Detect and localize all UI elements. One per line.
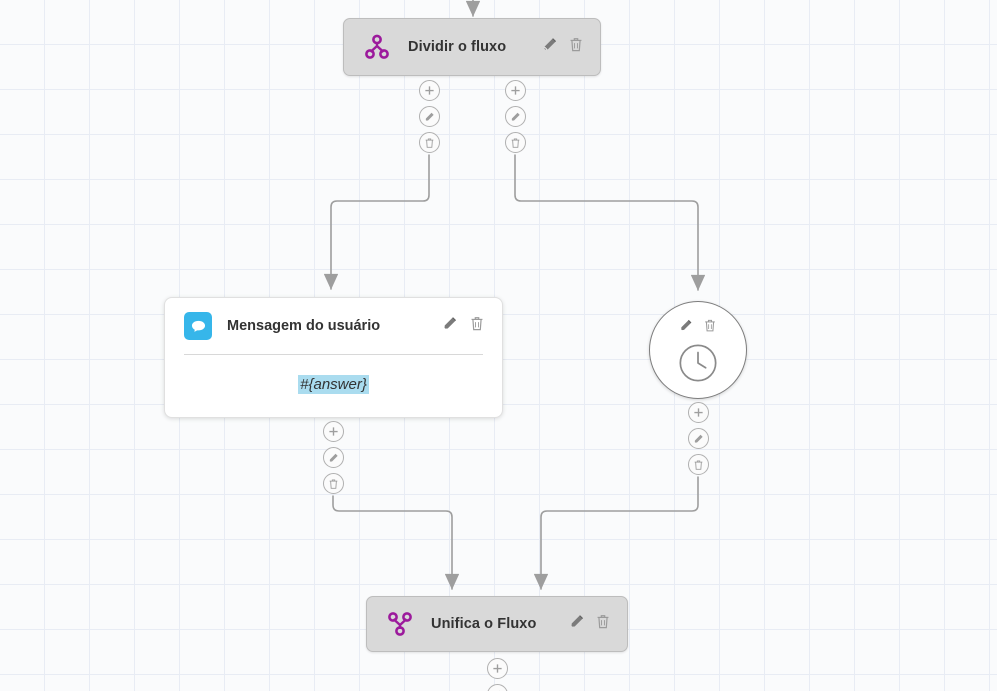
add-icon[interactable] — [487, 658, 508, 679]
clock-icon — [677, 342, 719, 389]
add-icon[interactable] — [323, 421, 344, 442]
node-title: Mensagem do usuário — [227, 318, 381, 334]
edit-icon[interactable] — [542, 36, 559, 58]
node-timer[interactable] — [649, 301, 747, 399]
node-title: Unifica o Fluxo — [431, 616, 537, 632]
edit-icon[interactable] — [442, 315, 459, 337]
merge-branch-icon — [385, 609, 415, 639]
node-actions — [542, 36, 584, 58]
edit-icon[interactable] — [505, 106, 526, 127]
edit-icon[interactable] — [569, 613, 586, 635]
delete-icon[interactable] — [595, 613, 611, 635]
edge-timer-to-merge — [533, 476, 699, 590]
chat-bubble-icon — [184, 312, 212, 340]
delete-icon[interactable] — [469, 315, 485, 337]
delete-icon[interactable] — [703, 318, 717, 338]
edit-icon[interactable] — [679, 318, 694, 338]
edit-icon[interactable] — [487, 684, 508, 691]
node-actions — [442, 315, 485, 337]
answer-variable-token[interactable]: #{answer} — [298, 374, 369, 394]
node-dividir-o-fluxo[interactable]: Dividir o fluxo — [343, 18, 601, 76]
delete-icon[interactable] — [323, 473, 344, 494]
node-header: Mensagem do usuário — [165, 298, 502, 354]
edge-message-to-merge — [332, 495, 460, 590]
edge-split-to-timer — [514, 154, 706, 291]
edge-handles-message-out[interactable] — [323, 421, 344, 499]
delete-icon[interactable] — [419, 132, 440, 153]
node-actions — [679, 318, 717, 338]
add-icon[interactable] — [505, 80, 526, 101]
edit-icon[interactable] — [323, 447, 344, 468]
edge-handles-split-out-right[interactable] — [505, 80, 526, 158]
edge-handles-timer-out[interactable] — [688, 402, 709, 480]
delete-icon[interactable] — [505, 132, 526, 153]
delete-icon[interactable] — [688, 454, 709, 475]
node-body: #{answer} — [165, 355, 502, 417]
edge-handles-split-out-left[interactable] — [419, 80, 440, 158]
node-actions — [569, 613, 611, 635]
node-divider — [184, 354, 483, 355]
node-title: Dividir o fluxo — [408, 39, 507, 55]
add-icon[interactable] — [419, 80, 440, 101]
edit-icon[interactable] — [419, 106, 440, 127]
node-unifica-o-fluxo[interactable]: Unifica o Fluxo — [366, 596, 628, 652]
node-mensagem-do-usuario[interactable]: Mensagem do usuário — [164, 297, 503, 418]
edge-split-to-message — [323, 154, 430, 290]
edit-icon[interactable] — [688, 428, 709, 449]
add-icon[interactable] — [688, 402, 709, 423]
edge-handles-merge-out[interactable] — [487, 658, 508, 691]
split-branch-icon — [362, 32, 392, 62]
delete-icon[interactable] — [568, 36, 584, 58]
